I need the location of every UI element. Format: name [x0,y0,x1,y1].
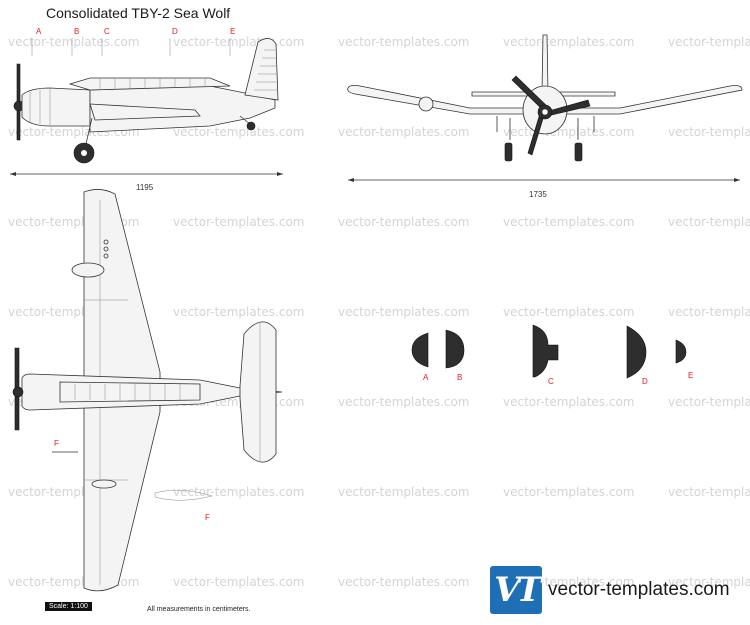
top-view: F [12,189,283,592]
watermark-text: vector-templates.com [173,305,305,319]
watermark-text: vector-templates.com [338,395,470,409]
watermark-layer: vector-templates.com vector-templates.com… [8,35,750,589]
watermark-text: vector-templates.com [668,35,750,49]
section-label-e: E [230,27,235,36]
section-label-c: C [104,27,110,36]
watermark-text: vector-templates.com [668,215,750,229]
side-tail-wheel [246,121,256,131]
watermark-text: vector-templates.com [8,35,140,49]
watermark-text: vector-templates.com [173,125,305,139]
top-canopy [59,381,201,403]
watermark-text: vector-templates.com [338,35,470,49]
section-label-b: B [74,27,79,36]
watermark-text: vector-templates.com [668,125,750,139]
watermark-text: vector-templates.com [338,485,470,499]
front-drop-tank [418,96,434,112]
cross-sections: A B C D E F [154,324,693,522]
measurement-note: All measurements in centimeters. [147,606,251,613]
drawing-title: Consolidated TBY-2 Sea Wolf [46,5,231,21]
watermark-text: vector-templates.com [338,215,470,229]
section-caption-b: B [457,373,462,382]
section-label-a: A [36,27,42,36]
front-span-label: 1735 [529,190,547,199]
side-cowling [21,87,91,127]
side-propeller-blade-top [16,63,21,105]
top-spinner [12,386,24,398]
front-fin [541,34,549,93]
front-span-dimension [348,178,740,182]
section-caption-d: D [642,377,648,386]
brand-logo-text: vector-templates.com [548,579,730,600]
section-caption-f: F [205,513,210,522]
watermark-text: vector-templates.com [503,125,635,139]
watermark-text: vector-templates.com [668,305,750,319]
brand-logo-icon: VT [490,566,542,614]
section-caption-a: A [423,373,429,382]
watermark-text: vector-templates.com [173,575,305,589]
watermark-text: vector-templates.com [173,35,305,49]
watermark-text: vector-templates.com [503,35,635,49]
watermark-text: vector-templates.com [668,485,750,499]
side-tail-fin [244,38,279,101]
front-right-wheel [574,142,583,162]
watermark-text: vector-templates.com [668,395,750,409]
section-caption-c: C [548,377,554,386]
side-length-label: 1195 [136,183,154,192]
watermark-text: vector-templates.com [338,575,470,589]
watermark-text: vector-templates.com [503,395,635,409]
top-wing-pod [91,479,117,489]
side-length-dimension [10,172,283,176]
front-wing [347,84,743,115]
watermark-text: vector-templates.com [173,485,305,499]
front-view: 1735 [347,34,743,199]
watermark-text: vector-templates.com [503,305,635,319]
watermark-text: vector-templates.com [503,215,635,229]
section-e-profile [675,339,687,364]
section-b-profile [445,329,465,369]
section-caption-e: E [688,371,693,380]
top-tailplane [239,321,277,463]
section-c-profile [532,324,559,378]
scale-badge: Scale: 1:100 [45,602,92,611]
section-label-d: D [172,27,178,36]
section-d-profile [626,325,647,379]
top-drop-tank [71,262,105,278]
watermark-text: vector-templates.com [173,215,305,229]
section-a-profile [411,332,429,368]
side-wing [89,103,201,121]
section-label-f-top: F [54,439,59,448]
section-f-profile [154,489,213,501]
watermark-text: vector-templates.com [338,125,470,139]
watermark-text: vector-templates.com [338,305,470,319]
watermark-text: vector-templates.com [668,575,750,589]
front-left-wheel [504,142,513,162]
side-view: A B C D E 1195 [10,27,283,192]
side-propeller-blade-bottom [16,107,21,141]
watermark-text: vector-templates.com [503,485,635,499]
